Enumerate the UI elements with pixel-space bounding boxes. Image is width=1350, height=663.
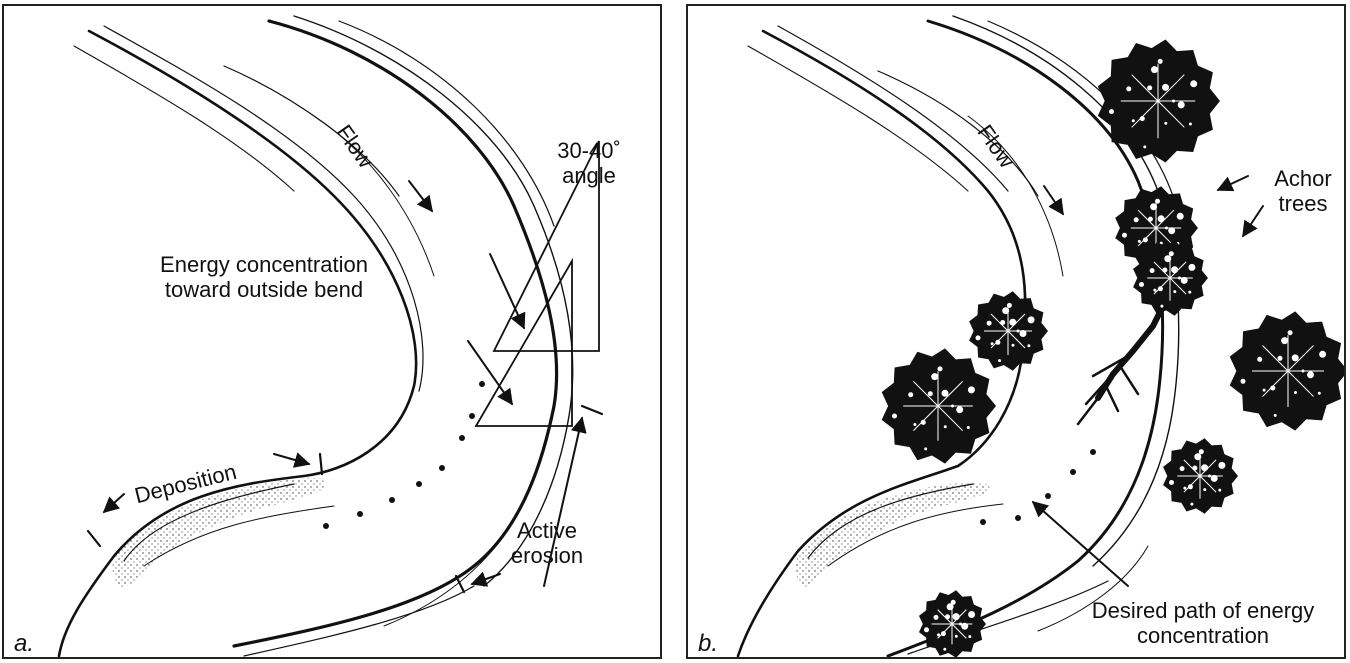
tree-canopy-6 <box>882 348 996 463</box>
panel-b: Flow Achor trees Desired path of energy … <box>686 4 1346 659</box>
inner-bank-line <box>59 31 416 656</box>
panel-letter-b: b. <box>698 630 718 658</box>
energy-label-line1: Energy concentration <box>134 252 394 277</box>
tree-canopy-8 <box>919 590 986 658</box>
angle-label: 30-40˚ angle <box>549 138 629 188</box>
anchor-label-line1: Achor <box>1268 166 1338 191</box>
anchor-trees <box>882 40 1346 658</box>
anchor-label-line2: trees <box>1268 191 1338 216</box>
angle-label-line1: 30-40˚ <box>549 138 629 163</box>
erosion-label-line2: erosion <box>502 543 592 568</box>
deposition-bar <box>796 482 989 587</box>
angle-label-line2: angle <box>549 163 629 188</box>
desired-label-line2: concentration <box>1068 623 1338 648</box>
river-bend-diagram-b <box>688 6 1346 659</box>
energy-label: Energy concentration toward outside bend <box>134 252 394 302</box>
energy-dots <box>980 449 1096 525</box>
desired-label-line1: Desired path of energy <box>1068 598 1338 623</box>
panel-letter-a: a. <box>14 630 34 658</box>
angle-triangle-2 <box>476 261 572 426</box>
tree-canopy-4 <box>969 291 1048 370</box>
erosion-label: Active erosion <box>502 518 592 568</box>
energy-label-line2: toward outside bend <box>134 277 394 302</box>
panel-a: Flow 30-40˚ angle Energy concentration t… <box>2 4 662 659</box>
desired-path-label: Desired path of energy concentration <box>1068 598 1338 648</box>
tree-canopy-7 <box>1163 438 1238 513</box>
energy-dots <box>323 381 485 529</box>
erosion-label-line1: Active <box>502 518 592 543</box>
tree-canopy-5 <box>1230 311 1346 430</box>
anchor-trees-label: Achor trees <box>1268 166 1338 216</box>
